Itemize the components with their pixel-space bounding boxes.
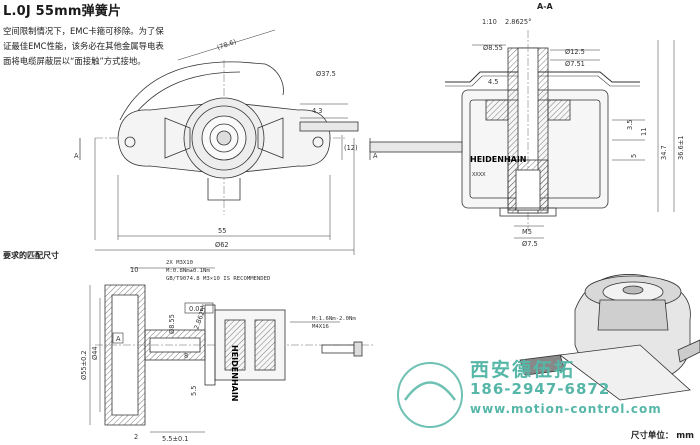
serial-mark: XXXX [472, 172, 486, 178]
mating-view [89, 267, 375, 433]
note-screw-spec: 2X M3X10 [166, 260, 193, 266]
watermark-logo [397, 362, 463, 428]
section-label: A-A [537, 2, 553, 11]
dim-angle: 2.8625° [505, 18, 531, 26]
dim-34-7: 34.7 [660, 145, 668, 160]
dim-m5: M5 [522, 228, 532, 236]
dim-d8-55: Ø8.55 [483, 44, 503, 52]
note-torque-2: M:1.6Nm-2.0Nm [312, 316, 356, 322]
datum-a: A [116, 335, 121, 343]
dim-d55: Ø55±0.2 [80, 350, 88, 380]
dim-d44: Ø44 [91, 346, 99, 360]
note-torque: M:0.8Nm±0.1Nm [166, 268, 210, 274]
dim-5-5-tol: 5.5±0.1 [162, 435, 189, 443]
note-line: 空间限制情况下，EMC卡箍可移除。为了保 [3, 26, 164, 36]
dim-10: 10 [130, 266, 138, 274]
section-view [369, 30, 675, 239]
note-line: 证最佳EMC性能，该务必在其他金属导电表 [3, 41, 164, 51]
dim-tolerance: 0.02 [189, 305, 204, 313]
mating-label: 要求的匹配尺寸 [3, 251, 59, 260]
note-screw-m4: M4X16 [312, 324, 329, 330]
section-mark-left: A [74, 152, 79, 160]
dim-12: (12) [344, 144, 358, 152]
unit-label: 尺寸单位： mm [630, 431, 694, 441]
dim-4-5: 4.5 [488, 78, 499, 86]
note-standard: GB/T9074.8 M3×10 IS RECOMMENDED [166, 276, 271, 282]
dim-d12-5: Ø12.5 [565, 48, 585, 56]
dim-55: 55 [218, 227, 226, 235]
dim-78-6: (78.6) [216, 38, 237, 52]
dim-5: 5 [630, 154, 638, 158]
dim-d37-5: Ø37.5 [316, 70, 336, 78]
dim-8: 8 [184, 352, 188, 360]
watermark-url: www.motion-control.com [470, 402, 662, 416]
watermark-phone: 186-2947-6872 [470, 380, 611, 398]
dim-d62: Ø62 [215, 241, 229, 249]
front-view [79, 29, 371, 255]
dim-2: 2 [134, 433, 138, 441]
dim-taper: 1:10 [482, 18, 497, 26]
section-mark-right: A [373, 152, 378, 160]
brand-mark-mating: HEIDENHAIN [230, 345, 239, 402]
dim-11: 11 [640, 128, 648, 136]
brand-mark: HEIDENHAIN [470, 155, 527, 164]
dim-5-5-mating: 5.5 [190, 386, 198, 397]
dim-d7-51: Ø7.51 [565, 60, 585, 68]
dim-36-6: 36.6±1 [677, 136, 685, 160]
note-line: 面将电缆屏蔽层以“面接触”方式接地。 [3, 56, 146, 66]
dim-3-5: 3.5 [626, 120, 634, 131]
encoder-3d-illustration [519, 274, 700, 401]
installation-note: 空间限制情况下，EMC卡箍可移除。为了保 证最佳EMC性能，该务必在其他金属导电… [3, 24, 173, 69]
dim-d7-5: Ø7.5 [522, 240, 538, 248]
watermark-company: 西安德伍拓 [470, 359, 576, 381]
dim-4-3: 4.3 [312, 107, 323, 115]
page-title: L.0J 55mm弹簧片 [3, 4, 122, 19]
dim-d8-55-mating: Ø8.55 [168, 314, 176, 334]
